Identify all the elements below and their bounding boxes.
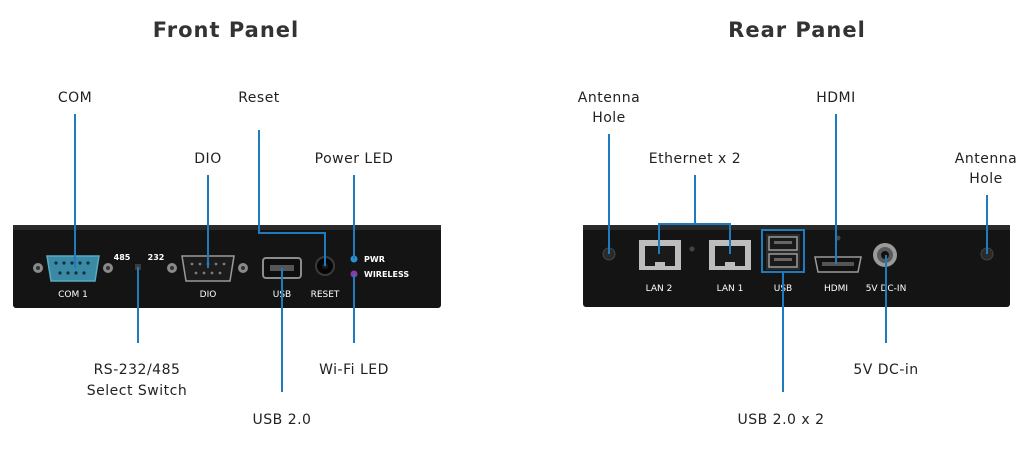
reset-label: RESET	[311, 290, 340, 300]
callout-dc-in: 5V DC-in	[853, 362, 918, 378]
rear-panel-title: Rear Panel	[728, 18, 866, 42]
callout-antenna-left-line1: Antenna	[578, 90, 640, 106]
callout-antenna-right-line2: Hole	[969, 171, 1003, 187]
rear-panel: LAN 2 LAN 1 USB HDMI	[583, 225, 1010, 307]
callout-front-usb: USB 2.0	[253, 412, 312, 428]
callout-rear-usb: USB 2.0 x 2	[737, 412, 824, 428]
wireless-led-label: WIRELESS	[364, 270, 409, 279]
callout-ethernet: Ethernet x 2	[649, 151, 741, 167]
hdmi-label: HDMI	[824, 284, 848, 294]
switch-485-label: 485	[114, 253, 131, 262]
leader-ethernet	[658, 175, 696, 254]
lan1-label: LAN 1	[717, 284, 744, 294]
callout-rs-switch-line1: RS-232/485	[94, 362, 181, 378]
switch-232-label: 232	[148, 253, 165, 262]
callout-rs-switch-line2: Select Switch	[87, 383, 187, 399]
dio-port	[167, 255, 248, 282]
callout-antenna-left-line2: Hole	[592, 110, 626, 126]
callout-com: COM	[58, 90, 92, 106]
com1-port	[33, 255, 113, 282]
callout-reset: Reset	[238, 90, 280, 106]
hdmi-port	[814, 235, 862, 273]
com1-label: COM 1	[58, 290, 88, 300]
rear-usb-ports	[766, 234, 800, 270]
front-panel: COM 1 485 232 DIO USB RESET	[13, 225, 441, 308]
callout-power-led: Power LED	[315, 151, 394, 167]
callout-wifi-led: Wi-Fi LED	[319, 362, 389, 378]
dio-label: DIO	[200, 290, 217, 300]
front-panel-title: Front Panel	[153, 18, 299, 42]
callout-antenna-right-line1: Antenna	[955, 151, 1017, 167]
leader-reset	[258, 130, 326, 266]
leader-ethernet-lan1	[695, 223, 731, 254]
callout-dio: DIO	[194, 151, 221, 167]
lan2-label: LAN 2	[646, 284, 673, 294]
pwr-led-label: PWR	[364, 255, 385, 264]
callout-hdmi: HDMI	[816, 90, 856, 106]
